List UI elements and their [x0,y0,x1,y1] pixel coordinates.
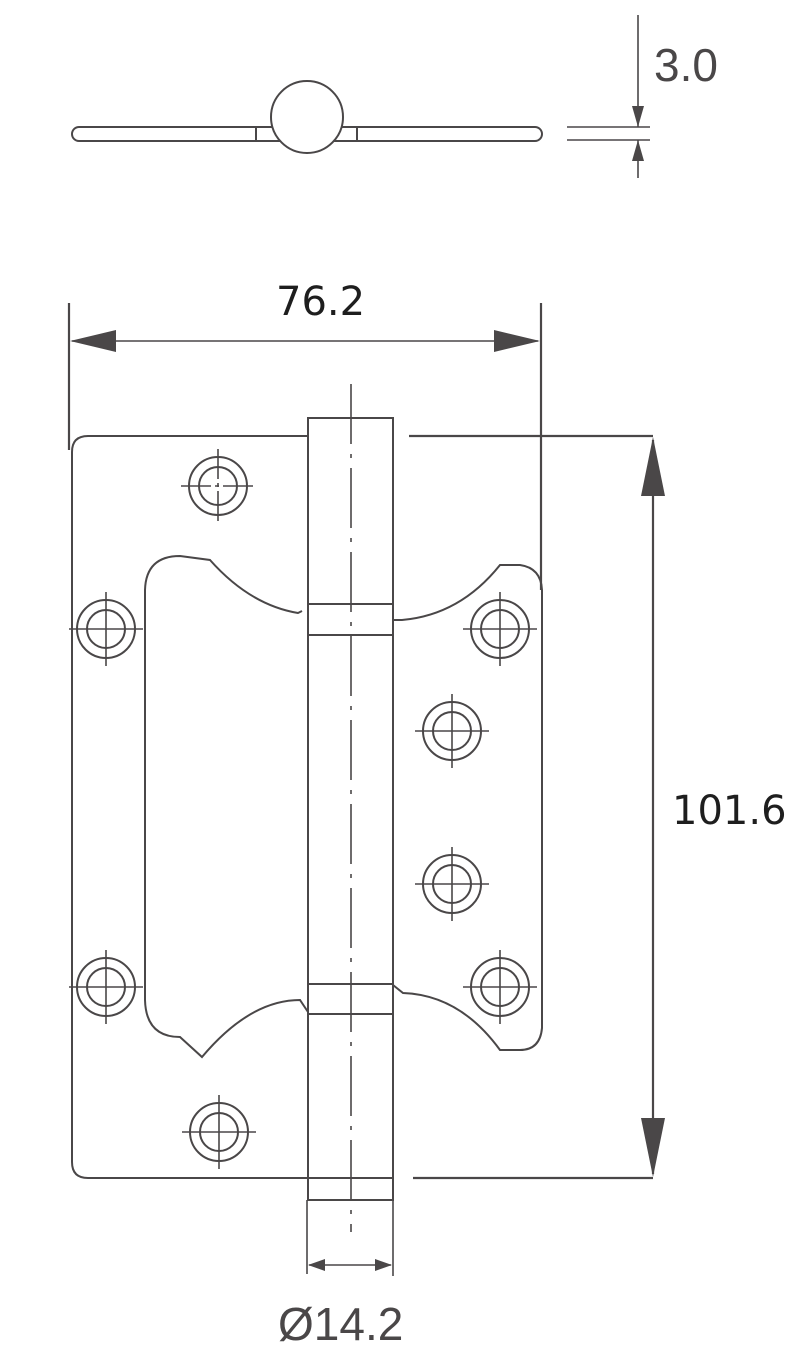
thickness-dimension [567,15,650,178]
width-dimension [67,303,543,590]
diameter-label: Ø14.2 [278,1298,404,1350]
knuckle-section-circle [270,80,344,154]
front-view [69,384,543,1232]
screw-hole-5 [463,592,537,666]
screw-hole-2 [69,592,143,666]
screw-hole-3 [69,950,143,1024]
screw-hole-7 [415,847,489,921]
top-view [71,80,543,154]
height-dimension [409,434,665,1180]
width-label: 76.2 [276,279,366,325]
thickness-label: 3.0 [654,39,718,91]
screw-hole-1 [181,449,255,523]
diameter-dimension [306,1200,394,1276]
screw-hole-4 [182,1095,256,1169]
screw-hole-6 [415,694,489,768]
screw-hole-8 [463,950,537,1024]
height-label: 101.6 [672,788,787,834]
